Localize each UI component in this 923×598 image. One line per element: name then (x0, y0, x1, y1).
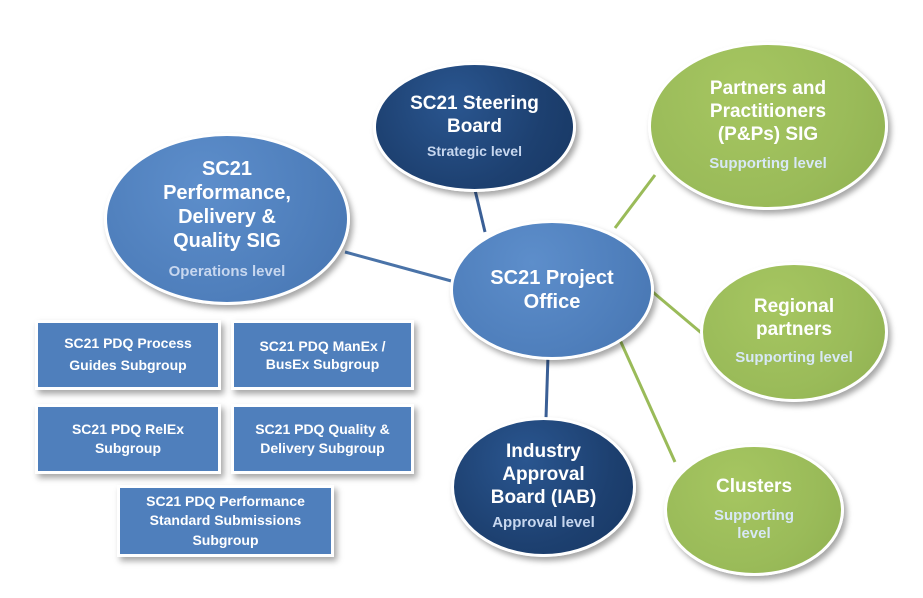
steering-board-title: SC21 Steering Board (410, 93, 539, 138)
iab-level: Approval level (492, 513, 595, 531)
clusters-level: Supporting level (714, 506, 794, 543)
link-iab (544, 355, 550, 419)
link-pdq-sig (344, 250, 456, 284)
subgroup-relex: SC21 PDQ RelEx Subgroup (35, 404, 221, 474)
node-project-office: SC21 Project Office (450, 220, 654, 360)
pdq-sig-level: Operations level (168, 262, 286, 280)
link-clusters (618, 339, 677, 463)
node-iab: Industry Approval Board (IAB) Approval l… (451, 417, 636, 557)
subgroup-manex-busex: SC21 PDQ ManEx / BusEx Subgroup (231, 320, 414, 390)
pdq-sig-title: SC21 Performance, Delivery & Quality SIG (163, 157, 291, 252)
node-regional-partners: Regional partners Supporting level (700, 262, 888, 402)
subgroup-performance-standard: SC21 PDQ Performance Standard Submission… (117, 485, 334, 557)
node-steering-board: SC21 Steering Board Strategic level (373, 62, 576, 192)
regional-title: Regional partners (753, 295, 835, 340)
clusters-title: Clusters (715, 475, 793, 497)
node-clusters: Clusters Supporting level (664, 444, 844, 576)
node-pdq-sig: SC21 Performance, Delivery & Quality SIG… (104, 133, 350, 305)
pps-sig-title: Partners and Practitioners (P&Ps) SIG (709, 78, 827, 146)
regional-level: Supporting level (735, 349, 853, 367)
project-office-title: SC21 Project Office (490, 267, 614, 313)
steering-board-level: Strategic level (427, 143, 522, 160)
link-steering (473, 189, 487, 233)
link-regional (647, 286, 706, 338)
pps-sig-level: Supporting level (709, 154, 827, 172)
subgroup-quality-delivery: SC21 PDQ Quality & Delivery Subgroup (231, 404, 414, 474)
iab-title: Industry Approval Board (IAB) (490, 441, 597, 509)
subgroup-process-guides: SC21 PDQ Process Guides Subgroup (35, 320, 221, 390)
link-pps (613, 174, 657, 229)
node-pps-sig: Partners and Practitioners (P&Ps) SIG Su… (648, 42, 888, 210)
